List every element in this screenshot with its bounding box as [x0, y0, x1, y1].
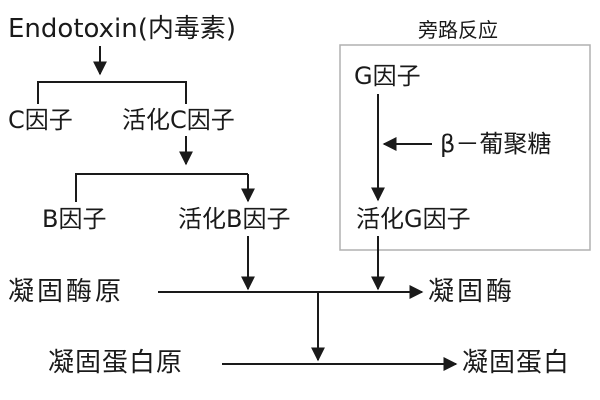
beta-glucan-label: β－葡聚糖 — [440, 130, 552, 158]
active-c-factor-label: 活化C因子 — [122, 106, 235, 134]
active-c-branch — [75, 173, 248, 202]
coagulin-label: 凝固蛋白 — [462, 348, 571, 378]
clotting-enzyme-label: 凝固酶 — [428, 277, 516, 307]
endotoxin-label: Endotoxin(内毒素) — [8, 14, 236, 44]
active-g-factor-label: 活化G因子 — [356, 205, 471, 233]
endotoxin-branch — [37, 81, 187, 104]
c-factor-label: C因子 — [8, 106, 73, 134]
coagulogen-label: 凝固蛋白原 — [48, 348, 184, 378]
g-factor-label: G因子 — [354, 62, 421, 90]
side-pathway-title: 旁路反应 — [418, 18, 498, 42]
b-factor-label: B因子 — [42, 205, 107, 233]
proclotting-enzyme-label: 凝固酶原 — [8, 277, 125, 307]
active-b-factor-label: 活化B因子 — [178, 205, 291, 233]
side-pathway-box — [339, 44, 591, 251]
